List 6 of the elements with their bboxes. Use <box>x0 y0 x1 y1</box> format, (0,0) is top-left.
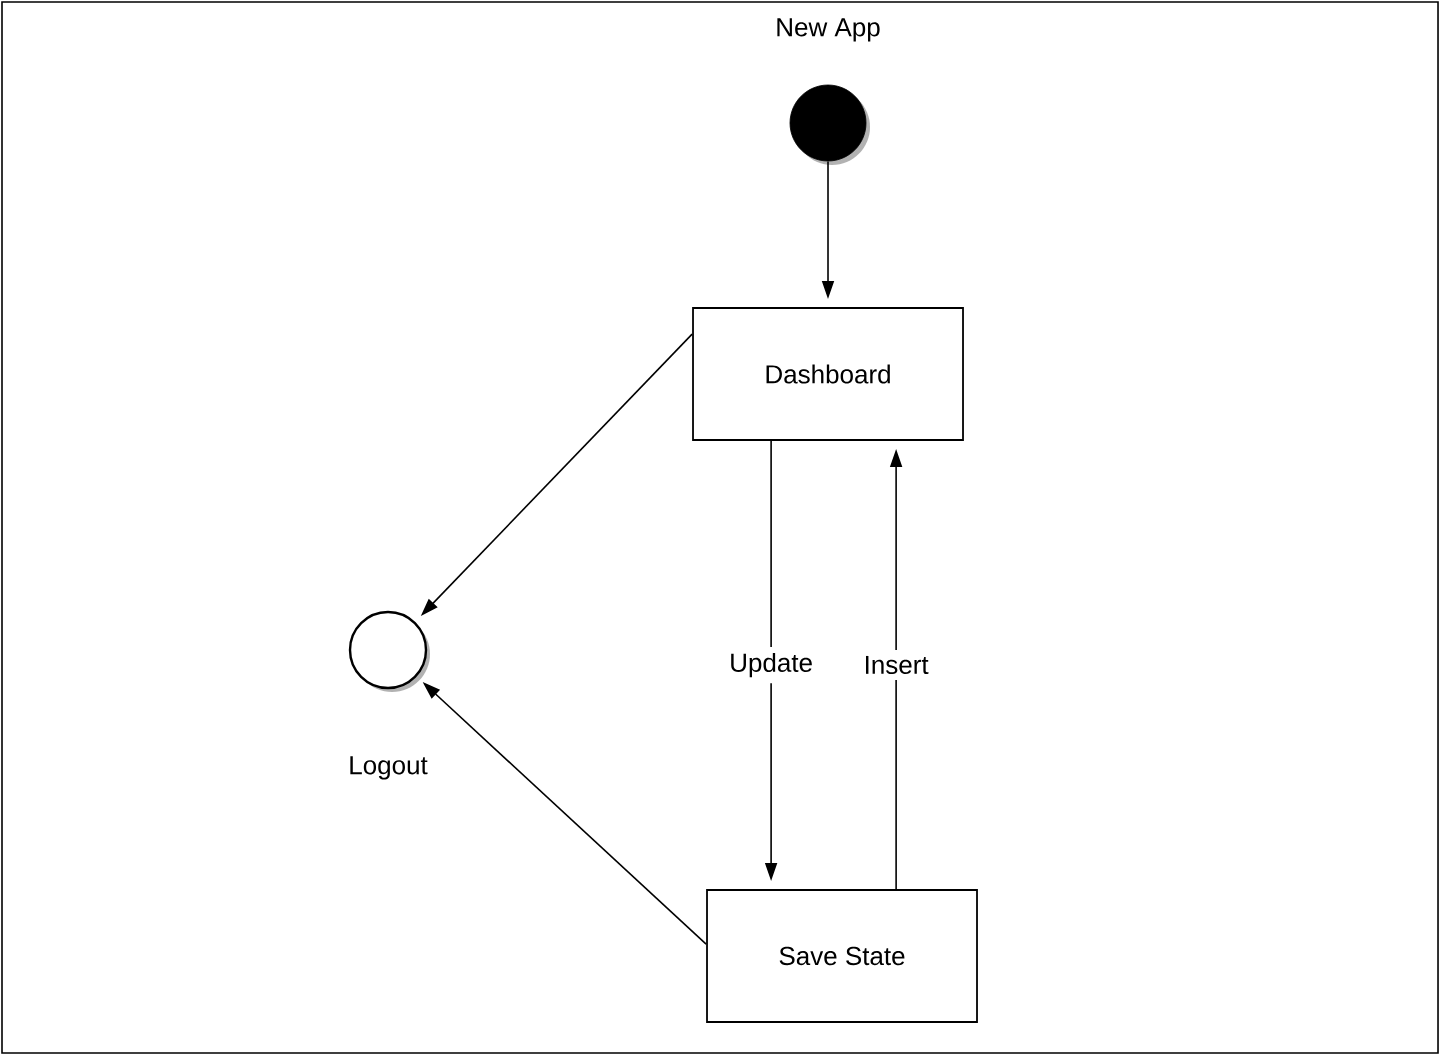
edge-label: Update <box>723 646 820 684</box>
state-box: Dashboard <box>692 307 964 441</box>
node-label: New App <box>777 18 880 42</box>
state-box: Save State <box>706 889 978 1023</box>
node-label: Logout <box>350 756 428 780</box>
edge-label: Insert <box>857 649 935 681</box>
